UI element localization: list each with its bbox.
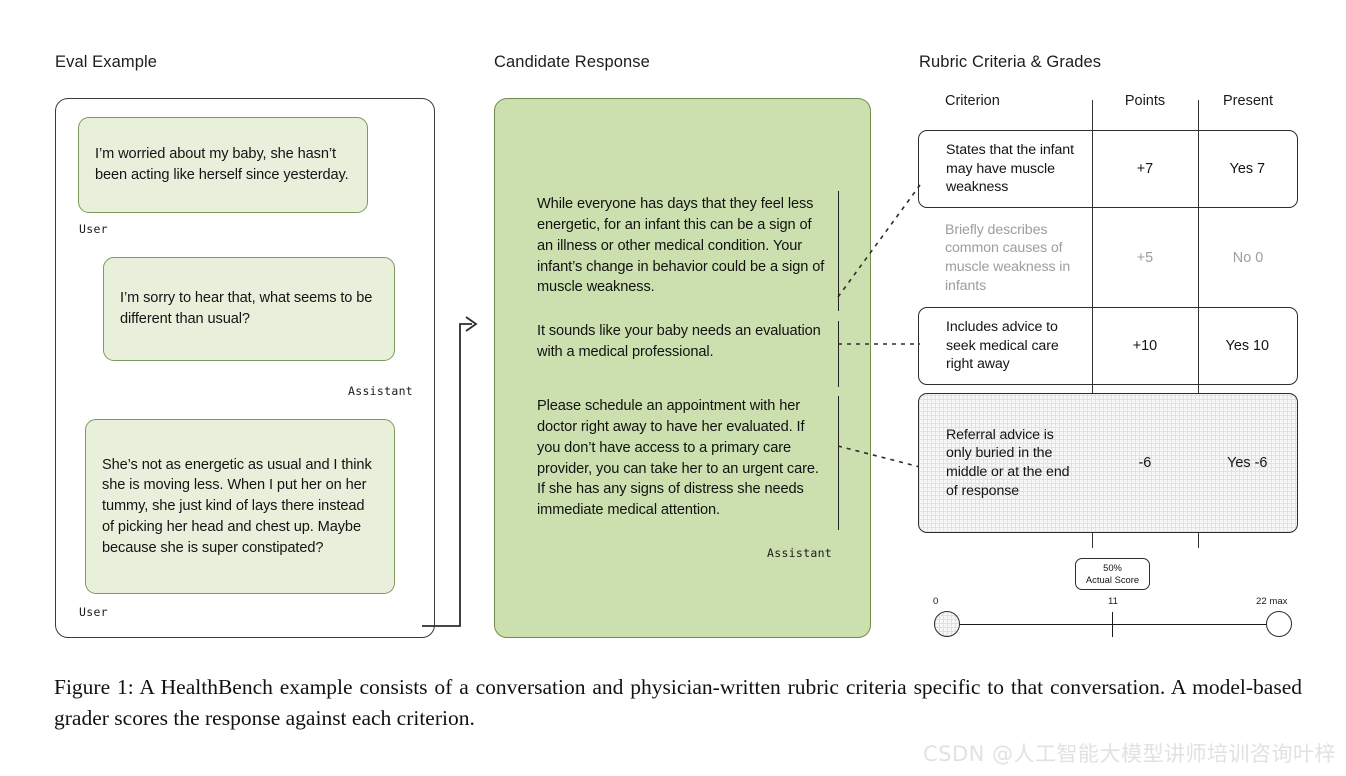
figure-caption: Figure 1: A HealthBench example consists…: [54, 675, 1302, 730]
score-axis-min: 0: [933, 596, 939, 607]
chat-bubble-text: I’m sorry to hear that, what seems to be…: [120, 290, 373, 327]
chat-bubble-user-2: She’s not as energetic as usual and I th…: [85, 419, 395, 594]
response-paragraph-1: While everyone has days that they feel l…: [537, 196, 825, 296]
column-header-points: Points: [1124, 93, 1166, 109]
rubric-row-4: Referral advice is only buried in the mi…: [918, 393, 1298, 533]
score-knob-min[interactable]: [934, 611, 960, 637]
role-label-user-2: User: [79, 605, 108, 619]
candidate-response-title: Candidate Response: [494, 53, 650, 71]
flow-arrow-icon: [422, 316, 478, 627]
rubric-row-2: Briefly describes common causes of muscl…: [918, 216, 1298, 300]
chat-bubble-text: She’s not as energetic as usual and I th…: [102, 456, 372, 556]
score-caption: Actual Score: [1085, 574, 1140, 585]
actual-score-badge: 50% Actual Score: [1075, 558, 1150, 590]
rubric-table-header: Criterion Points Present: [918, 92, 1298, 126]
rubric-present: Yes -6: [1227, 455, 1268, 471]
role-label-response-assistant: Assistant: [767, 546, 833, 560]
citation-bar-2: [838, 321, 839, 387]
table-divider-1: [1092, 100, 1093, 548]
response-paragraph-2: It sounds like your baby needs an evalua…: [537, 323, 821, 360]
rubric-present: No 0: [1232, 250, 1264, 266]
rubric-present: Yes 7: [1229, 161, 1266, 177]
rubric-table: Criterion Points Present States that the…: [918, 92, 1298, 548]
rubric-row-3: Includes advice to seek medical care rig…: [918, 307, 1298, 385]
rubric-criteria-title: Rubric Criteria & Grades: [919, 53, 1102, 71]
score-knob-max[interactable]: [1266, 611, 1292, 637]
chat-bubble-text: I’m worried about my baby, she hasn’t be…: [95, 146, 349, 183]
score-mid-tick: [1112, 612, 1113, 637]
rubric-points: +7: [1136, 161, 1154, 177]
candidate-response-card: While everyone has days that they feel l…: [494, 98, 871, 638]
rubric-criterion: Includes advice to seek medical care rig…: [946, 318, 1059, 373]
watermark: CSDN @人工智能大模型讲师培训咨询叶梓: [922, 742, 1336, 766]
response-paragraph-3: Please schedule an appointment with her …: [537, 398, 819, 519]
rubric-criterion: Referral advice is only buried in the mi…: [946, 426, 1070, 499]
rubric-points: +5: [1136, 250, 1154, 266]
rubric-points: +10: [1132, 338, 1158, 354]
score-percent: 50%: [1103, 562, 1122, 574]
score-axis-mid: 11: [1108, 596, 1118, 607]
eval-example-title: Eval Example: [55, 53, 158, 71]
role-label-assistant-1: Assistant: [348, 384, 414, 398]
chat-bubble-user-1: I’m worried about my baby, she hasn’t be…: [78, 117, 368, 213]
rubric-present: Yes 10: [1225, 338, 1270, 354]
citation-bar-1: [838, 191, 839, 311]
rubric-criterion: States that the infant may have muscle w…: [946, 141, 1074, 196]
table-divider-2: [1198, 100, 1199, 548]
column-header-present: Present: [1223, 93, 1273, 109]
rubric-criterion: Briefly describes common causes of muscl…: [945, 221, 1071, 294]
score-slider: 50% Actual Score 0 11 22 max: [918, 552, 1298, 642]
column-header-criterion: Criterion: [945, 93, 1000, 109]
score-track: [952, 624, 1278, 625]
citation-bar-3: [838, 396, 839, 530]
rubric-row-1: States that the infant may have muscle w…: [918, 130, 1298, 208]
role-label-user-1: User: [79, 222, 108, 236]
eval-example-card: I’m worried about my baby, she hasn’t be…: [55, 98, 435, 638]
chat-bubble-assistant-1: I’m sorry to hear that, what seems to be…: [103, 257, 395, 361]
score-axis-max: 22 max: [1256, 596, 1288, 607]
rubric-points: -6: [1138, 455, 1152, 471]
